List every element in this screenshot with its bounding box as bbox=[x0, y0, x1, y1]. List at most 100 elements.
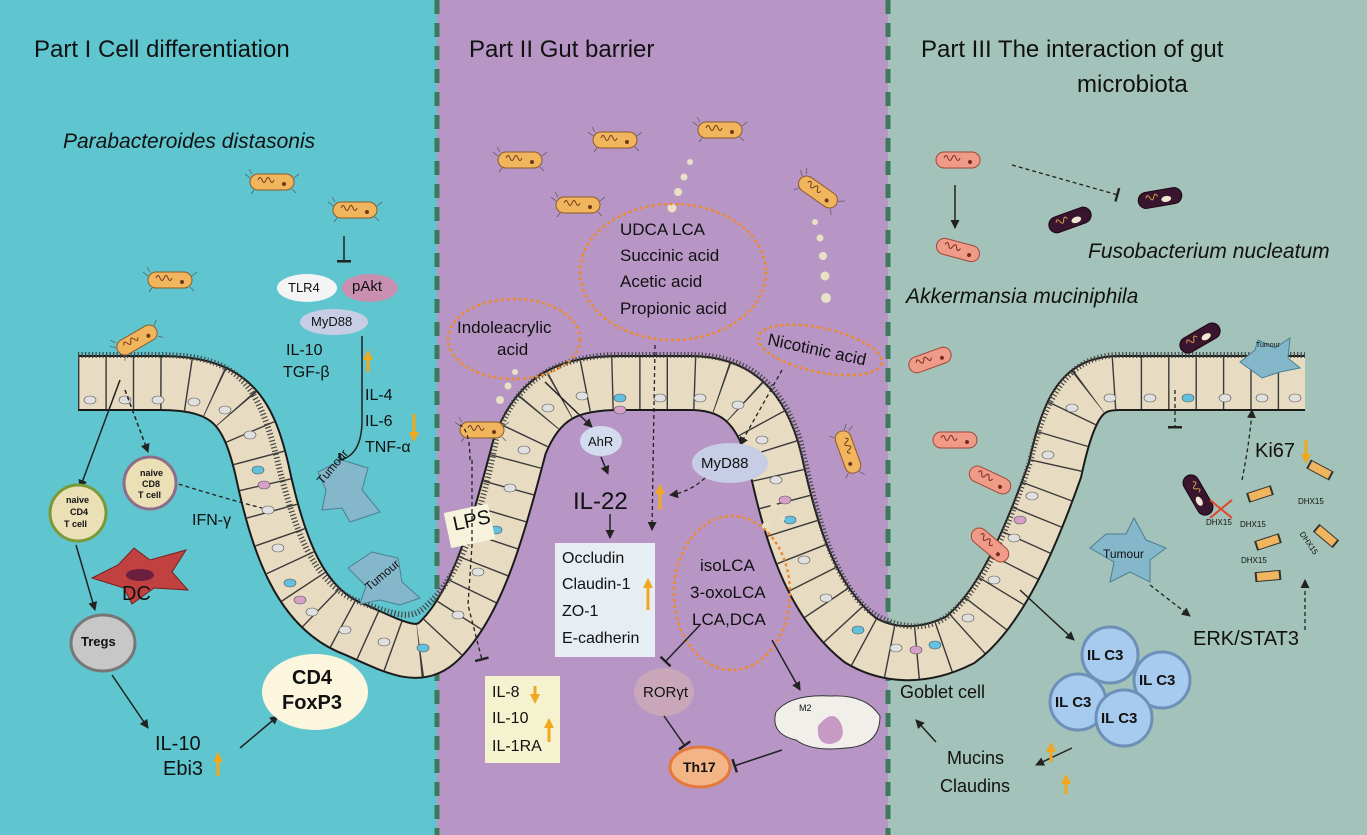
cd4-foxp3-cell bbox=[262, 654, 368, 730]
cytokine-1: IL-8 bbox=[492, 684, 520, 701]
bacterium-icon bbox=[1176, 319, 1224, 357]
junction-box bbox=[555, 543, 655, 657]
dot-trail bbox=[496, 159, 831, 530]
epithelium bbox=[78, 352, 1305, 682]
junction-2: Claudin-1 bbox=[562, 576, 631, 593]
metabolite-circle bbox=[578, 202, 768, 342]
bile-acid-3: LCA,DCA bbox=[692, 610, 766, 629]
indole-l2: acid bbox=[497, 340, 529, 359]
tumour-icon bbox=[317, 459, 381, 523]
naive-cd4-l2: CD4 bbox=[70, 507, 89, 517]
ilc3-label-2: IL C3 bbox=[1139, 672, 1176, 689]
species-label: Parabacteroides distasonis bbox=[63, 130, 316, 153]
dhx15-5: DHX15 bbox=[1241, 556, 1267, 565]
ahr-node bbox=[580, 426, 622, 456]
bacterium-icon bbox=[934, 236, 982, 264]
naive-cd8-l1: naive bbox=[140, 468, 164, 478]
tlr4-label: TLR4 bbox=[288, 280, 320, 295]
il4-label: IL-4 bbox=[365, 387, 393, 404]
dhx15-1: DHX15 bbox=[1206, 518, 1232, 527]
indole-l1: Indoleacrylic bbox=[457, 318, 552, 337]
il10-b-label: IL-10 bbox=[155, 733, 201, 755]
part2-title: Part II Gut barrier bbox=[469, 36, 655, 63]
dendritic-cell-icon bbox=[90, 547, 190, 605]
bacterium-icon bbox=[327, 196, 383, 223]
dc-label: DC bbox=[122, 583, 151, 605]
bile-acid-circle bbox=[672, 514, 792, 672]
il10-label: IL-10 bbox=[286, 342, 323, 359]
pakt-node bbox=[342, 274, 398, 302]
myd88-label: MyD88 bbox=[311, 314, 353, 329]
tumour-icon bbox=[1239, 336, 1302, 379]
ilc3-cell-icon bbox=[1048, 625, 1192, 748]
metabolite-3: Acetic acid bbox=[620, 272, 703, 291]
ifng-label: IFN-γ bbox=[192, 512, 232, 529]
bacterium-icon bbox=[142, 266, 198, 293]
bacterium-icon bbox=[1136, 185, 1184, 211]
fuso-label: Fusobacterium nucleatum bbox=[1088, 240, 1330, 263]
part3-title-l1: Part III The interaction of gut bbox=[921, 36, 1224, 63]
nicotinic-circle bbox=[756, 323, 884, 377]
tregs-label: Tregs bbox=[81, 634, 116, 649]
macrophage-icon bbox=[774, 695, 881, 750]
tlr4-receptor bbox=[277, 274, 337, 302]
bacterium-icon bbox=[550, 191, 606, 218]
bacterium-icon bbox=[932, 431, 978, 449]
foxp3-label: FoxP3 bbox=[282, 692, 343, 714]
myd88-node-2 bbox=[692, 443, 768, 483]
bacterium-icon bbox=[935, 151, 981, 169]
bacterium-icon bbox=[826, 421, 870, 482]
bacterium-icon bbox=[692, 116, 748, 143]
junction-4: E-cadherin bbox=[562, 630, 640, 647]
ilc3-label-1: IL C3 bbox=[1087, 647, 1124, 664]
m2-label: M2 bbox=[799, 703, 812, 713]
ebi3-label: Ebi3 bbox=[163, 758, 204, 780]
pakt-label: pAkt bbox=[352, 278, 383, 295]
ki67-label: Ki67 bbox=[1255, 440, 1296, 462]
naive-cd4-l3: T cell bbox=[64, 519, 88, 529]
ilc3-label-3: IL C3 bbox=[1055, 694, 1092, 711]
myd88-node-1 bbox=[300, 309, 368, 335]
junction-3: ZO-1 bbox=[562, 603, 599, 620]
il6-label: IL-6 bbox=[365, 413, 393, 430]
erk-label: ERK/STAT3 bbox=[1193, 628, 1299, 650]
part1-title: Part I Cell differentiation bbox=[34, 36, 290, 63]
il22-label: IL-22 bbox=[573, 488, 628, 515]
ilc3-label-4: IL C3 bbox=[1101, 710, 1138, 727]
bacterium-icon bbox=[1179, 471, 1217, 519]
bacterium-icon bbox=[587, 126, 643, 153]
cd4-label: CD4 bbox=[292, 667, 333, 689]
tumour-icon bbox=[1089, 516, 1168, 583]
part3-title-l2: microbiota bbox=[1077, 71, 1188, 98]
tnfa-label: TNF-α bbox=[365, 439, 411, 456]
naive-cd8-l3: T cell bbox=[138, 490, 162, 500]
dhx15-3: DHX15 bbox=[1298, 497, 1324, 506]
metabolite-4: Propionic acid bbox=[620, 299, 727, 318]
bacterium-icon bbox=[1046, 204, 1094, 236]
tgfb-label: TGF-β bbox=[283, 364, 330, 381]
naive-cd8-t-cell bbox=[122, 455, 178, 511]
bile-acid-1: isoLCA bbox=[700, 556, 755, 575]
bacterium-icon bbox=[492, 146, 548, 173]
cell-nuclei bbox=[83, 391, 1302, 653]
naive-cd4-t-cell bbox=[48, 483, 108, 543]
claudins-label: Claudins bbox=[940, 776, 1011, 796]
rorgt-node bbox=[634, 668, 694, 716]
cytokine-3: IL-1RA bbox=[492, 738, 542, 755]
ahr-label: AhR bbox=[588, 434, 614, 449]
th17-label: Th17 bbox=[683, 759, 716, 775]
goblet-nuclei bbox=[257, 405, 1027, 655]
dhx15-2: DHX15 bbox=[1240, 520, 1266, 529]
lps-box bbox=[443, 503, 496, 549]
rorgt-label: RORγt bbox=[643, 684, 688, 701]
akk-label: Akkermansia muciniphila bbox=[906, 285, 1139, 308]
metabolite-2: Succinic acid bbox=[620, 246, 720, 265]
bile-acid-2: 3-oxoLCA bbox=[690, 583, 766, 602]
junction-1: Occludin bbox=[562, 550, 625, 567]
indole-circle bbox=[446, 297, 582, 381]
bacterium-icon bbox=[788, 165, 849, 218]
metabolite-1: UDCA LCA bbox=[620, 220, 706, 239]
goblet-label: Goblet cell bbox=[900, 682, 986, 702]
